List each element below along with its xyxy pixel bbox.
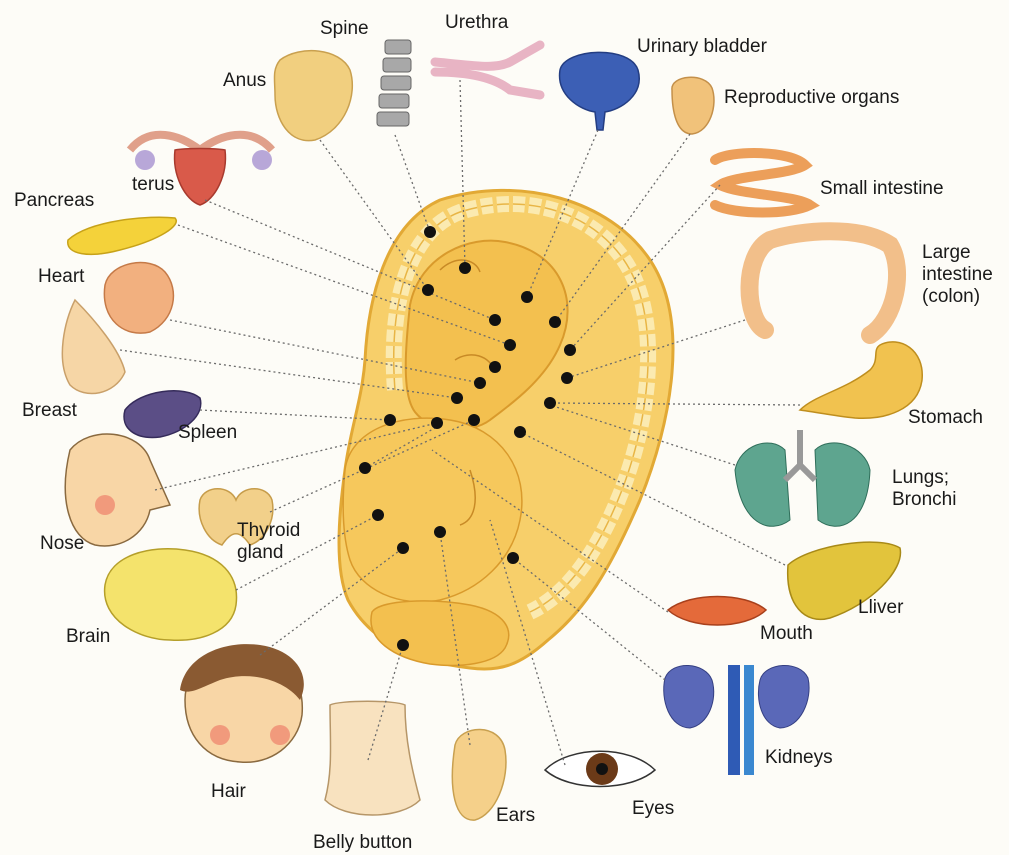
label-heart: Heart	[38, 266, 84, 288]
label-liver: Lliver	[858, 597, 903, 619]
acupoint-dot	[397, 639, 409, 651]
nose-icon	[65, 434, 170, 546]
lungs-icon	[735, 430, 870, 526]
large-intestine-icon	[749, 231, 897, 335]
label-urethra: Urethra	[445, 12, 508, 34]
acupoint-dot	[384, 414, 396, 426]
label-breast: Breast	[22, 400, 77, 422]
acupoint-dot	[434, 526, 446, 538]
label-lungs: Lungs; Bronchi	[892, 467, 956, 511]
acupoint-dot	[372, 509, 384, 521]
acupoint-dot	[514, 426, 526, 438]
acupoint-dot	[468, 414, 480, 426]
ear-illustration	[339, 190, 673, 669]
pancreas-icon	[68, 217, 177, 254]
acupoint-dot	[459, 262, 471, 274]
stomach-icon	[800, 342, 922, 418]
acupoint-dot	[422, 284, 434, 296]
label-anus: Anus	[223, 70, 266, 92]
acupoint-dot	[489, 361, 501, 373]
eye-icon	[545, 751, 655, 786]
spine-icon	[377, 40, 411, 126]
acupoint-dot	[521, 291, 533, 303]
acupoint-dot	[544, 397, 556, 409]
acupoint-dot	[359, 462, 371, 474]
anus-icon	[274, 51, 352, 141]
label-mouth: Mouth	[760, 623, 813, 645]
urethra-icon	[435, 45, 540, 95]
label-belly-button: Belly button	[313, 832, 412, 854]
label-kidneys: Kidneys	[765, 747, 833, 769]
acupoint-dot	[474, 377, 486, 389]
label-uterus: terus	[132, 174, 174, 196]
acupoint-dot	[564, 344, 576, 356]
acupoint-dot	[561, 372, 573, 384]
label-reproductive-organs: Reproductive organs	[724, 87, 899, 109]
belly-button-icon	[325, 701, 420, 815]
label-stomach: Stomach	[908, 407, 983, 429]
label-hair: Hair	[211, 781, 246, 803]
heart-icon	[104, 263, 173, 334]
label-small-intestine: Small intestine	[820, 178, 944, 200]
label-nose: Nose	[40, 533, 84, 555]
acupoint-dot	[424, 226, 436, 238]
mouth-icon	[668, 597, 766, 626]
small-intestine-icon	[715, 153, 810, 212]
label-ears: Ears	[496, 805, 535, 827]
label-thyroid: Thyroid gland	[237, 520, 300, 564]
label-brain: Brain	[66, 626, 110, 648]
acupoint-dot	[507, 552, 519, 564]
acupoint-dot	[549, 316, 561, 328]
hair-icon	[180, 644, 304, 762]
acupoint-dot	[451, 392, 463, 404]
label-eyes: Eyes	[632, 798, 674, 820]
label-large-intestine: Large intestine (colon)	[922, 242, 993, 308]
acupoint-dot	[397, 542, 409, 554]
acupoint-dot	[431, 417, 443, 429]
acupoint-dot	[504, 339, 516, 351]
acupoint-dot	[489, 314, 501, 326]
brain-icon	[105, 549, 237, 640]
label-spleen: Spleen	[178, 422, 237, 444]
label-spine: Spine	[320, 18, 369, 40]
reproductive-organs-icon	[672, 77, 714, 134]
label-urinary-bladder: Urinary bladder	[637, 36, 767, 58]
bladder-icon	[560, 52, 640, 130]
label-pancreas: Pancreas	[14, 190, 94, 212]
